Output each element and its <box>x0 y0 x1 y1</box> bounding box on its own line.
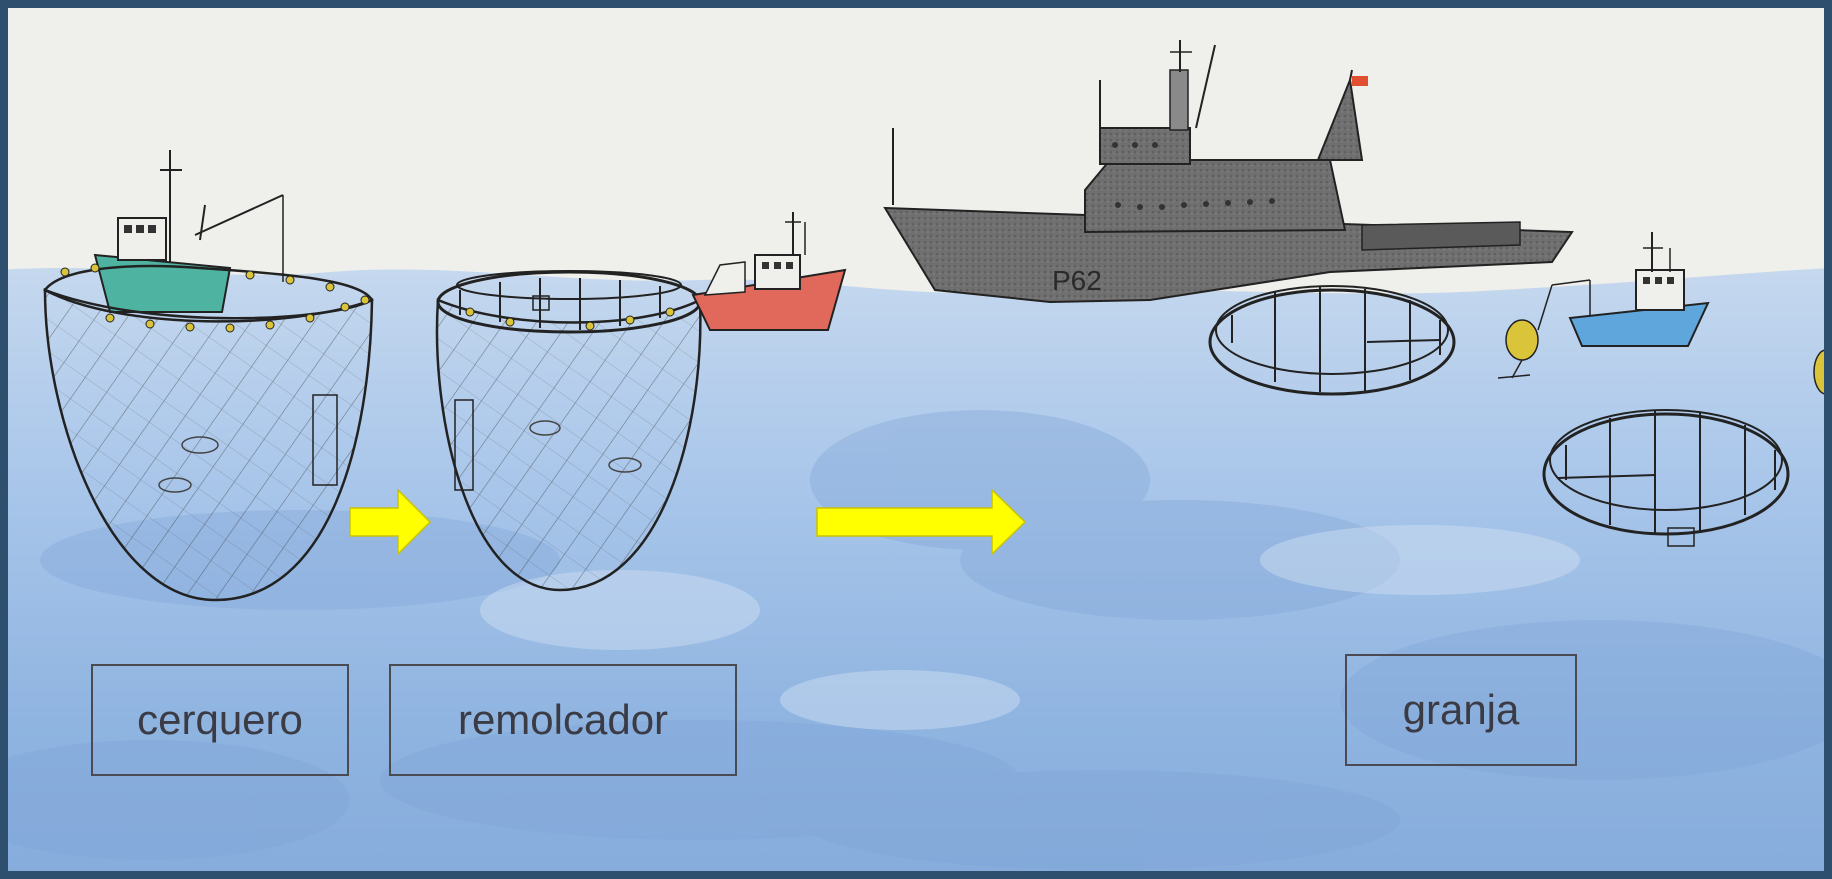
label-granja: granja <box>1345 654 1577 766</box>
label-remolcador: remolcador <box>389 664 737 776</box>
label-cerquero: cerquero <box>91 664 349 776</box>
hull-marking: P62 <box>1052 265 1102 296</box>
